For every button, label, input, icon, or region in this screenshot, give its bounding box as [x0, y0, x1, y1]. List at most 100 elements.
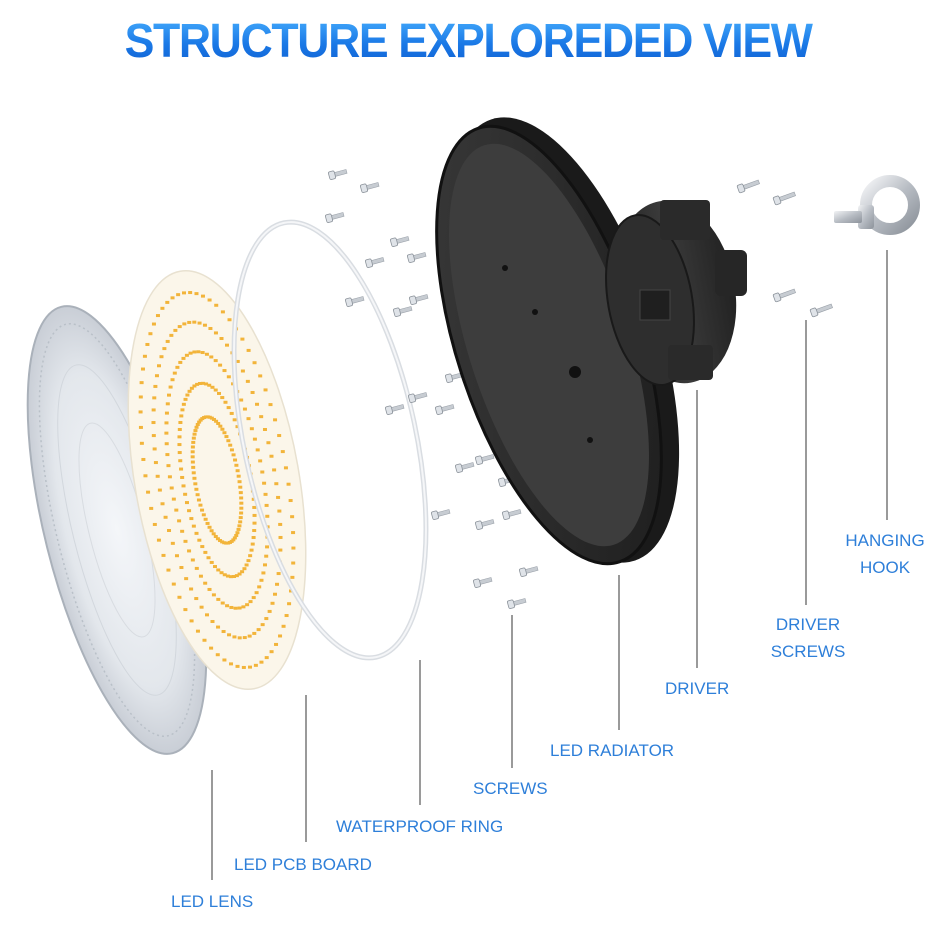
label-led-radiator: LED RADIATOR — [550, 741, 675, 760]
led-chip — [170, 541, 175, 545]
led-chip — [190, 455, 195, 459]
led-chip — [164, 411, 169, 415]
led-chip — [151, 421, 156, 425]
led-chip — [178, 420, 183, 424]
led-chip — [193, 429, 198, 433]
led-chip — [205, 521, 210, 525]
led-chip — [177, 427, 182, 431]
led-chip — [174, 508, 179, 512]
led-chip — [179, 467, 184, 471]
led-chip — [278, 522, 283, 526]
led-chip — [207, 298, 212, 302]
led-chip — [232, 418, 237, 422]
led-chip — [233, 606, 238, 610]
label-driver-screws: DRIVER SCREWS — [765, 611, 851, 665]
led-chip — [199, 605, 204, 609]
driver-part — [605, 200, 747, 387]
led-chip — [177, 443, 182, 447]
led-chip — [138, 395, 143, 399]
led-chip — [152, 396, 157, 400]
led-chip — [191, 471, 196, 475]
led-chip — [190, 450, 195, 454]
led-chip — [215, 653, 220, 657]
led-chip — [177, 451, 182, 455]
led-chip — [252, 361, 257, 365]
led-chip — [153, 461, 158, 465]
led-chip — [139, 381, 144, 385]
led-chip — [252, 513, 257, 517]
led-chip — [239, 398, 244, 402]
led-chip — [192, 432, 197, 436]
screw-icon — [431, 509, 451, 520]
led-chip — [255, 402, 260, 406]
led-chip — [240, 369, 245, 373]
led-chip — [226, 375, 231, 379]
led-chip — [214, 303, 219, 307]
led-chip — [228, 443, 233, 447]
led-chip — [160, 502, 165, 506]
led-chip — [195, 422, 200, 426]
led-chip — [247, 634, 252, 638]
led-chip — [226, 406, 231, 410]
led-chip — [272, 592, 277, 596]
led-chip — [249, 548, 254, 552]
led-chip — [237, 572, 242, 576]
led-chip — [229, 662, 234, 666]
led-chip — [202, 638, 207, 642]
led-chip — [231, 453, 236, 457]
led-chip — [170, 296, 175, 300]
led-chip — [211, 532, 216, 536]
led-chip — [197, 321, 202, 325]
screw-icon — [390, 236, 410, 247]
led-chip — [238, 516, 243, 520]
led-chip — [190, 460, 195, 464]
led-chip — [180, 529, 185, 533]
label-screws: SCREWS — [473, 779, 548, 798]
led-chip — [207, 415, 212, 419]
led-chip — [203, 517, 208, 521]
led-chip — [192, 350, 197, 354]
led-chip — [211, 593, 216, 597]
screw-icon — [408, 392, 428, 403]
led-chip — [166, 464, 171, 468]
led-chip — [194, 531, 199, 535]
led-chip — [140, 367, 145, 371]
led-chip — [177, 519, 182, 523]
led-chip — [194, 566, 199, 570]
led-chip — [251, 536, 256, 540]
led-chip — [138, 425, 143, 429]
led-chip — [172, 371, 177, 375]
screw-icon — [519, 566, 539, 577]
led-chip — [235, 664, 240, 668]
led-chip — [183, 397, 188, 401]
led-chip — [189, 386, 194, 390]
led-chip — [203, 550, 208, 554]
led-chip — [138, 410, 143, 414]
led-chip — [222, 541, 227, 545]
led-chip — [197, 381, 202, 385]
label-hanging-hook-line1: HANGING — [845, 531, 925, 550]
led-chip — [141, 457, 146, 461]
led-chip — [165, 453, 170, 457]
led-chip — [204, 382, 209, 386]
waterproof-ring-part — [231, 219, 429, 661]
led-chip — [208, 326, 213, 330]
led-chip — [154, 374, 159, 378]
led-chip — [278, 535, 283, 539]
led-chip — [238, 485, 243, 489]
led-chip — [237, 524, 242, 528]
led-chip — [164, 442, 169, 446]
led-chip — [193, 482, 198, 486]
led-chip — [200, 351, 205, 355]
screw-icon — [385, 404, 405, 415]
led-chip — [222, 431, 227, 435]
screw-icon — [772, 288, 796, 303]
led-chip — [194, 292, 199, 296]
led-chip — [169, 486, 174, 490]
led-chip — [227, 318, 232, 322]
led-chip — [217, 391, 222, 395]
led-chip — [213, 534, 218, 538]
screw-icon — [360, 182, 380, 193]
led-chip — [178, 459, 183, 463]
led-chip — [204, 613, 209, 617]
